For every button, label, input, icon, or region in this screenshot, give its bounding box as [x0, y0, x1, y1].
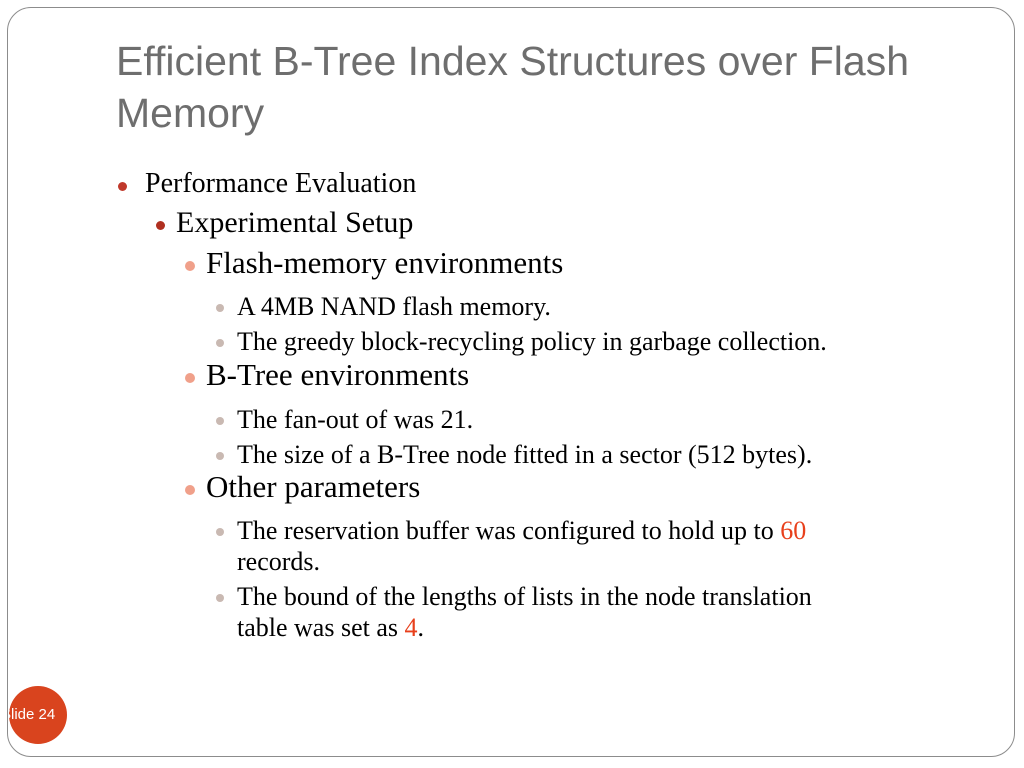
bullet-btree-environments: B-Tree environments	[206, 357, 470, 392]
bullet-icon	[216, 417, 224, 425]
slide-number-label: Slide 24	[9, 706, 56, 723]
bullet-list-bound: The bound of the lengths of lists in the…	[237, 581, 812, 643]
bullet-icon	[216, 304, 224, 312]
slide-title: Efficient B-Tree Index Structures over F…	[116, 38, 909, 136]
bullet-nand-flash: A 4MB NAND flash memory.	[237, 292, 551, 321]
list-bound-text: The bound of the lengths of lists in the…	[237, 582, 812, 611]
bullet-icon	[185, 261, 195, 271]
bullet-performance-evaluation: Performance Evaluation	[145, 168, 417, 199]
slide-number-badge: Slide 24	[9, 686, 67, 744]
bullet-icon	[216, 339, 224, 347]
bullet-fan-out: The fan-out of was 21.	[237, 405, 474, 434]
bullet-icon	[185, 485, 195, 495]
bullet-icon	[216, 594, 224, 602]
reservation-buffer-text: The reservation buffer was configured to…	[237, 516, 781, 545]
bullet-flash-memory-environments: Flash-memory environments	[206, 245, 564, 280]
bullet-experimental-setup: Experimental Setup	[176, 206, 414, 239]
reservation-buffer-text-cont: records.	[237, 547, 321, 576]
bullet-icon	[216, 452, 224, 460]
slide-frame: Efficient B-Tree Index Structures over F…	[7, 7, 1015, 757]
bullet-icon	[185, 373, 195, 383]
list-bound-end: .	[417, 613, 425, 642]
list-bound-value: 4	[404, 613, 418, 642]
bullet-icon	[216, 528, 224, 536]
bullet-icon	[156, 221, 165, 230]
bullet-greedy-policy: The greedy block-recycling policy in gar…	[237, 327, 827, 356]
bullet-icon	[118, 182, 127, 191]
bullet-reservation-buffer: The reservation buffer was configured to…	[237, 515, 806, 577]
slide-body: Performance Evaluation Experimental Setu…	[8, 8, 1014, 756]
bullet-other-parameters: Other parameters	[206, 469, 421, 504]
list-bound-text-cont: table was set as	[237, 613, 405, 642]
reservation-buffer-value: 60	[780, 516, 807, 545]
bullet-node-size: The size of a B-Tree node fitted in a se…	[237, 440, 813, 469]
